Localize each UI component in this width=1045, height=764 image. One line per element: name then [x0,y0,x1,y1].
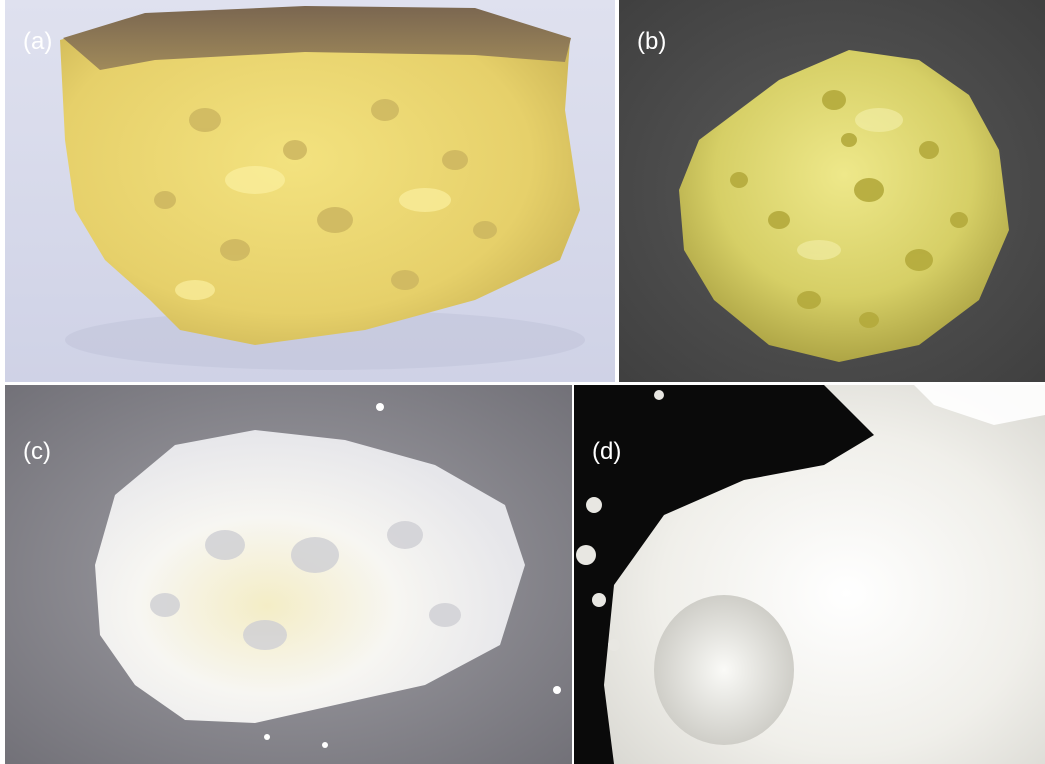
sample-c-photo [5,385,572,764]
photo-panel-d: (d) [574,385,1045,764]
sample-b-photo [619,0,1045,382]
sample-a-photo [5,0,615,382]
panel-label-b: (b) [637,28,667,55]
photo-panel-c: (c) [5,385,572,764]
photo-panel-b: (b) [619,0,1045,382]
sample-d-photo [574,385,1045,764]
panel-label-c: (c) [23,438,51,465]
panel-label-a: (a) [23,28,53,55]
panel-label-d: (d) [592,438,622,465]
photo-panel-a: (a) [5,0,615,382]
